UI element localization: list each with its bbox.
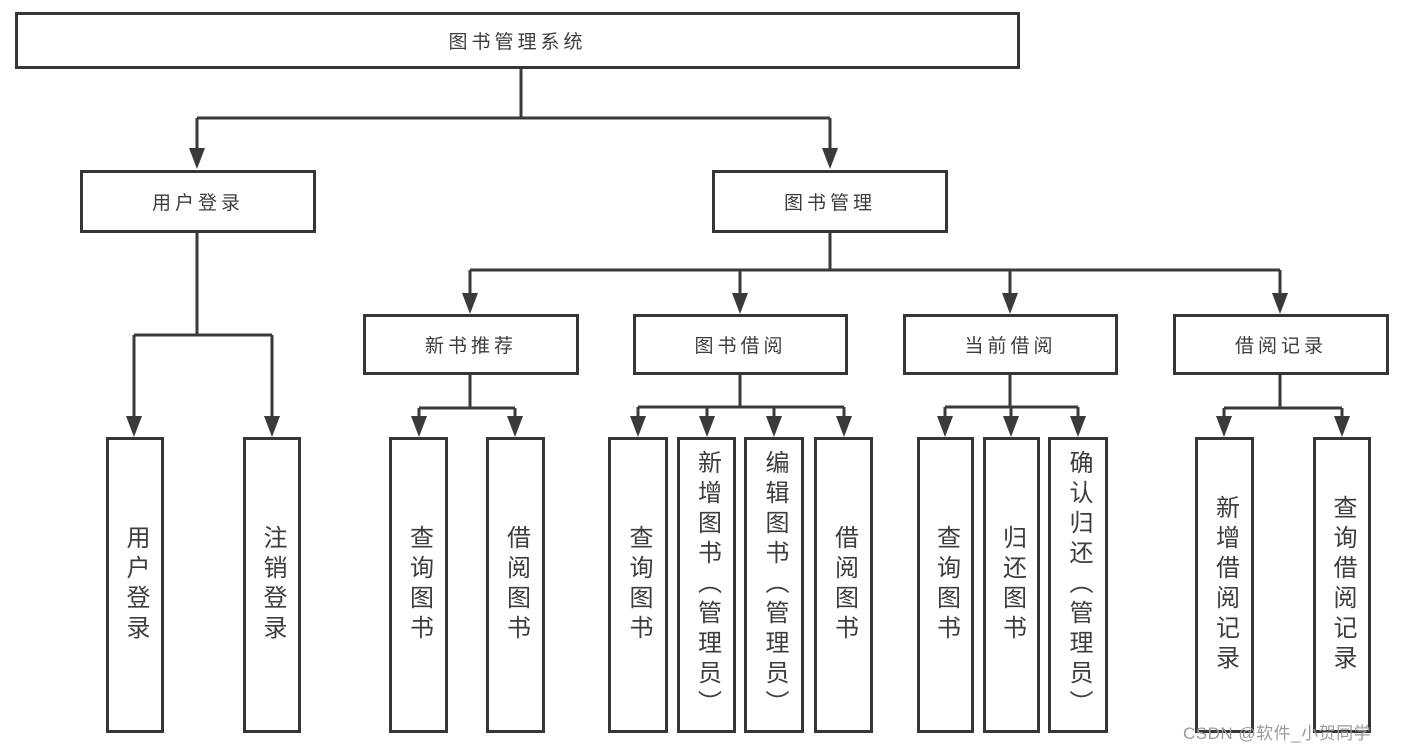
arrowhead [126,416,142,437]
connector-user-login-children [126,233,280,437]
node-book-mgmt: 图书管理 [712,170,948,233]
arrowhead [836,416,852,437]
connector-new-book-children [411,375,523,437]
arrowhead [411,416,427,437]
connector-book-borrow-children [630,375,852,437]
arrowhead [937,416,953,437]
arrowhead [1272,293,1288,314]
node-leaf-logout: 注销登录 [243,437,301,733]
connector-book-mgmt-to-level3 [462,233,1288,314]
node-leaf-edit-book-admin: 编辑图书（管理员） [744,437,804,733]
node-leaf-return-book: 归还图书 [983,437,1040,733]
node-borrow-record: 借阅记录 [1173,314,1389,375]
arrowhead [1002,293,1018,314]
arrowhead [1216,416,1232,437]
node-leaf-add-borrow-record: 新增借阅记录 [1195,437,1254,733]
arrowhead [462,293,478,314]
node-leaf-borrow-book-2: 借阅图书 [814,437,873,733]
node-leaf-add-book-admin: 新增图书（管理员） [677,437,736,733]
arrowhead [732,293,748,314]
arrowhead [699,416,715,437]
node-user-login: 用户登录 [80,170,316,233]
arrowhead [1003,416,1019,437]
arrowhead [766,416,782,437]
arrowhead [1070,416,1086,437]
node-leaf-confirm-return-admin: 确认归还（管理员） [1048,437,1108,733]
arrowhead [630,416,646,437]
connector-borrow-record-children [1216,375,1350,437]
node-current-borrow: 当前借阅 [903,314,1118,375]
node-leaf-query-book-1: 查询图书 [389,437,448,733]
arrowhead [189,148,205,169]
arrowhead [1334,416,1350,437]
arrowhead [264,416,280,437]
node-leaf-query-book-3: 查询图书 [917,437,974,733]
node-leaf-user-login: 用户登录 [106,437,164,733]
node-leaf-query-borrow-record: 查询借阅记录 [1313,437,1371,733]
node-leaf-query-book-2: 查询图书 [608,437,668,733]
node-root: 图书管理系统 [15,12,1020,69]
node-leaf-borrow-book-1: 借阅图书 [486,437,545,733]
node-book-borrow: 图书借阅 [633,314,848,375]
arrowhead [507,416,523,437]
arrowhead [822,148,838,169]
connector-current-borrow-children [937,375,1086,437]
connector-root-to-level2 [189,68,838,169]
csdn-watermark: CSDN @软件_小贺同学 [1183,724,1372,743]
node-new-book-recommend: 新书推荐 [363,314,579,375]
